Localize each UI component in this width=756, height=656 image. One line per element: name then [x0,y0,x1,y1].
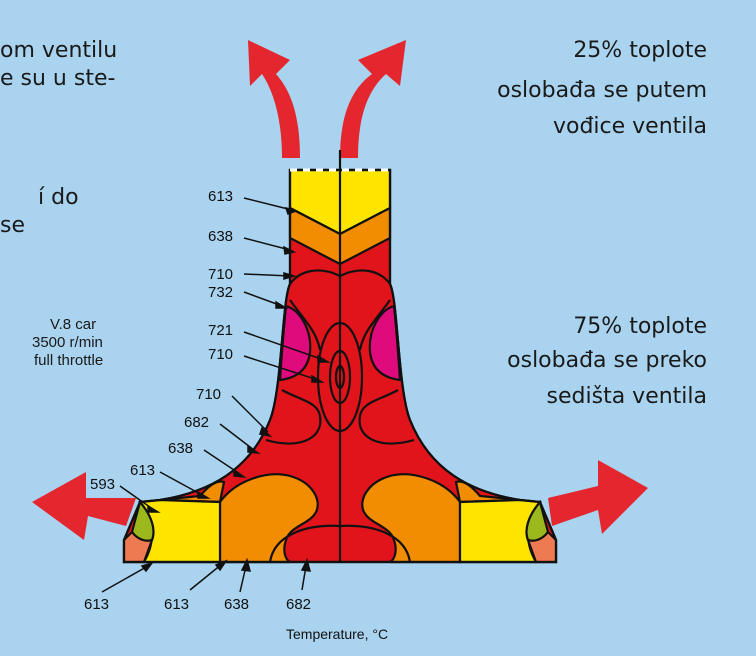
condition-line2: 3500 r/min [32,334,103,351]
left-text-line4: se [0,213,25,238]
heat-arrows [32,40,648,540]
label-stem-638: 638 [208,228,234,245]
mid-right-line2: oslobađa se preko [507,348,707,373]
label-710-inner: 710 [208,346,234,363]
valve-body [122,150,558,564]
label-682: 682 [184,414,210,431]
arrow-top-right [340,40,406,158]
leader-lines [101,197,331,593]
condition-line3: full throttle [34,352,104,369]
label-bottom-682: 682 [286,596,312,613]
label-stem-710: 710 [208,266,234,283]
left-text-line1: om ventilu [0,38,118,63]
mid-right-line1: 75% toplote [573,314,707,339]
label-bottom-613b: 613 [164,596,190,613]
mid-right-line3: sedišta ventila [546,384,707,409]
axis-caption: Temperature, °C [286,626,389,642]
top-right-line1: 25% toplote [573,38,707,63]
label-bottom-638: 638 [224,596,250,613]
label-638: 638 [168,440,194,457]
left-text-line2: e su u ste- [0,66,116,91]
label-732: 732 [208,284,234,301]
condition-line1: V.8 car [50,316,97,333]
arrow-left [32,472,136,540]
arrow-top-left [248,40,300,158]
label-stem-613: 613 [208,188,234,205]
label-bottom-613a: 613 [84,596,110,613]
label-721: 721 [208,322,234,339]
label-593: 593 [90,476,116,493]
label-710-outer: 710 [196,386,222,403]
left-text-line3: í do [38,185,79,210]
arrow-right [548,460,648,534]
top-right-line3: vođice ventila [552,114,707,139]
label-613: 613 [130,462,156,479]
top-right-line2: oslobađa se putem [497,78,707,103]
